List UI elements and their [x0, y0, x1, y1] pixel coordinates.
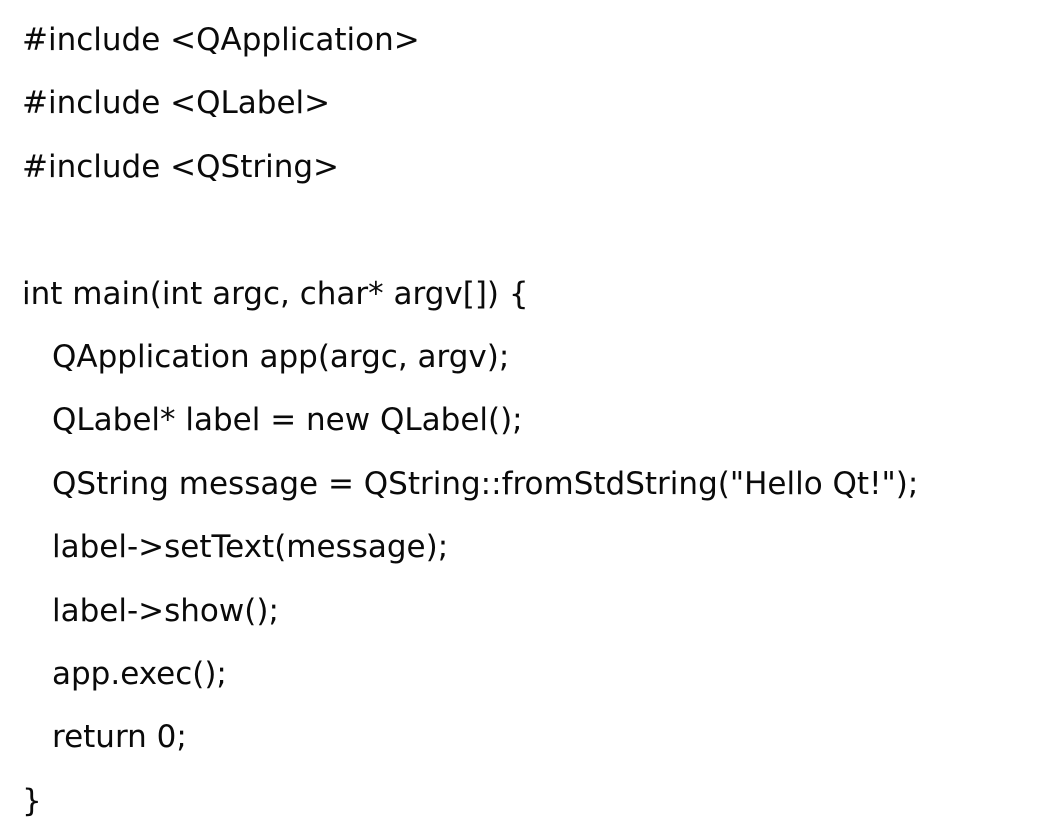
code-block: #include <QApplication> #include <QLabel… — [22, 9, 1032, 833]
code-line-exec: app.exec(); — [52, 655, 227, 692]
code-line-include-qapplication: #include <QApplication> — [22, 22, 420, 58]
code-line-main-signature: int main(int argc, char* argv[]) { — [22, 275, 529, 312]
code-line-include-qlabel: #include <QLabel> — [22, 85, 331, 122]
code-line-qlabel-new: QLabel* label = new QLabel(); — [52, 402, 523, 439]
code-line-closing-brace: } — [22, 782, 42, 819]
code-line-qstring-message: QString message = QString::fromStdString… — [52, 465, 919, 502]
code-line-set-text: label->setText(message); — [52, 529, 449, 566]
code-line-return: return 0; — [52, 719, 187, 756]
code-line-include-qstring: #include <QString> — [22, 148, 340, 185]
code-line-qapplication-app: QApplication app(argc, argv); — [52, 338, 510, 375]
code-line-blank — [22, 199, 1032, 262]
code-line-show: label->show(); — [52, 592, 279, 629]
